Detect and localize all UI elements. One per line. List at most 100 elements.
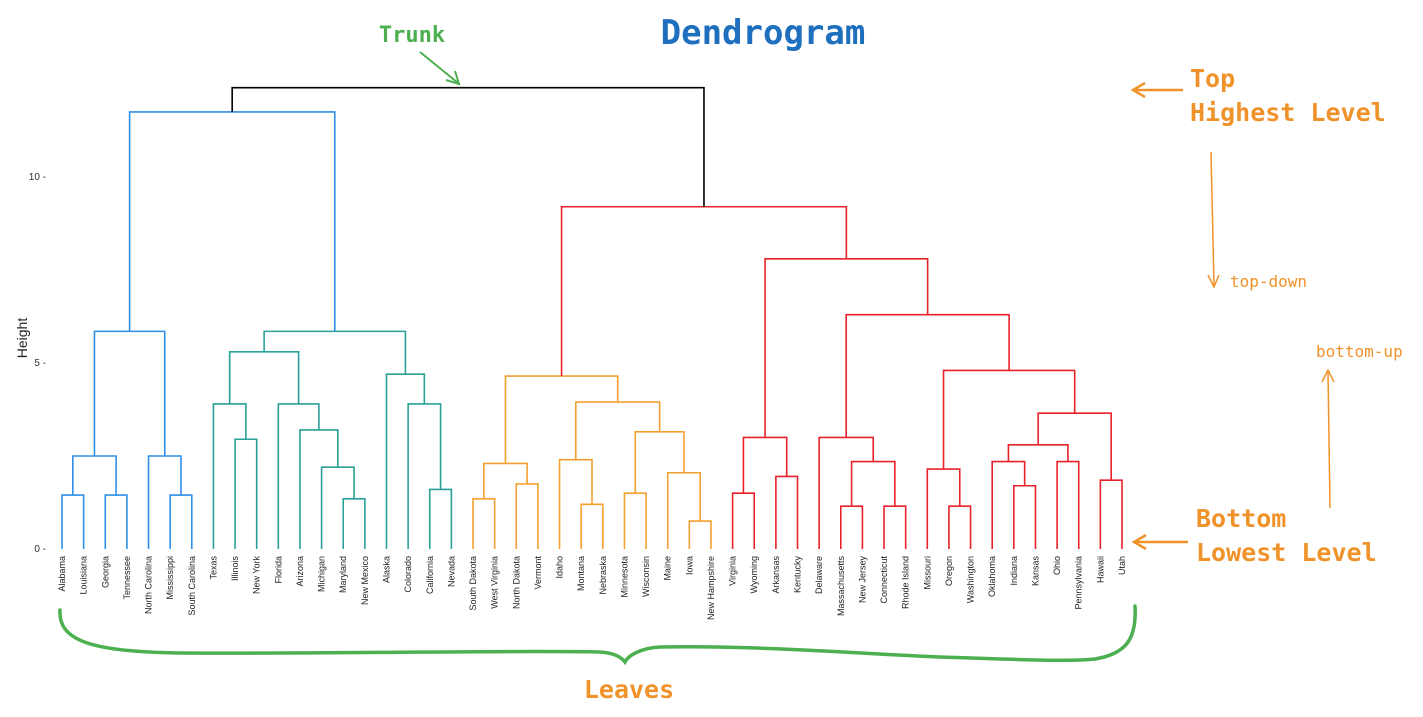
dendrogram-link: [731, 492, 756, 549]
dendrogram-link: [263, 330, 407, 375]
leaf-label: Michigan: [317, 556, 327, 592]
chart-title: Dendrogram: [661, 13, 866, 53]
dendrogram-link: [320, 466, 355, 549]
leaf-label: Tennessee: [122, 556, 132, 600]
leaf-label: North Carolina: [144, 556, 154, 614]
leaf-label: Delaware: [814, 556, 824, 594]
dendrogram-link: [560, 205, 848, 377]
dendrogram-link: [234, 438, 258, 549]
leaf-label: Wyoming: [749, 556, 759, 593]
dendrogram-link: [1013, 484, 1037, 549]
dendrogram-link: [104, 494, 128, 549]
leaf-label: Colorado: [403, 556, 413, 593]
dendrogram-link: [93, 330, 166, 456]
leaf-label: Utah: [1117, 556, 1127, 575]
dendrogram-link: [212, 403, 247, 549]
dendrogram-link: [385, 373, 426, 549]
leaf-label: Kentucky: [793, 556, 803, 594]
leaf-label: Hawaii: [1095, 556, 1105, 583]
leaf-label: Alabama: [57, 556, 67, 592]
dendrogram-link: [277, 403, 320, 549]
dendrogram-link: [1056, 460, 1080, 549]
leaf-label: Connecticut: [879, 556, 889, 604]
leaf-label: Missouri: [922, 556, 932, 590]
leaf-label: Georgia: [100, 556, 110, 588]
leaf-label: Pennsylvania: [1074, 556, 1084, 610]
leaf-label: Nebraska: [598, 556, 608, 595]
leaf-label: Arkansas: [771, 556, 781, 594]
top-annotation: Top Highest Level: [1130, 64, 1386, 127]
leaf-label: Vermont: [533, 556, 543, 590]
dendrogram-link: [169, 494, 193, 549]
trunk-annotation: Trunk: [379, 23, 461, 86]
bottom-up-arrow: [1327, 371, 1331, 509]
leaf-label: Maryland: [338, 556, 348, 593]
top-down-arrow-head: [1207, 274, 1220, 289]
lowest-level-label: Lowest Level: [1196, 538, 1377, 567]
leaf-label: Minnesota: [619, 556, 629, 598]
dendrogram-link: [580, 503, 604, 549]
dendrogram-tree: [61, 86, 1123, 549]
top-arrow-head: [1130, 81, 1146, 99]
dendrogram-link: [483, 462, 528, 499]
leaf-label: Idaho: [555, 556, 565, 579]
leaf-label: Texas: [208, 556, 218, 580]
dendrogram-link: [850, 460, 896, 507]
top-label: Top: [1190, 64, 1235, 93]
leaf-label: Oklahoma: [987, 556, 997, 597]
y-axis-label: Height: [14, 318, 30, 359]
y-axis-ticks: 0 -5 -10 -: [29, 172, 46, 555]
leaf-label: Wisconsin: [641, 556, 651, 597]
top-down-label: top-down: [1230, 272, 1307, 291]
top-down-arrow: [1210, 151, 1215, 286]
leaf-label: Nevada: [446, 556, 456, 587]
dendrogram-link: [128, 111, 336, 332]
leaf-label: South Dakota: [468, 556, 478, 611]
y-tick-label: 5 -: [34, 358, 46, 369]
dendrogram-link: [1007, 444, 1069, 462]
y-axis: Height: [14, 318, 30, 359]
leaves-brace: [58, 604, 1137, 666]
bottom-annotation: Bottom Lowest Level: [1131, 504, 1377, 567]
dendrogram-link: [688, 520, 712, 549]
dendrogram-link: [845, 313, 1010, 438]
dendrogram-link: [228, 351, 300, 404]
top-down-annotation: top-down: [1207, 151, 1307, 291]
dendrogram-link: [1099, 479, 1123, 549]
leaf-label: North Dakota: [511, 556, 521, 609]
highest-level-label: Highest Level: [1190, 98, 1386, 127]
dendrogram-link: [407, 403, 442, 549]
dendrogram-link: [991, 460, 1026, 549]
leaf-label: Kansas: [1030, 556, 1040, 587]
dendrogram-link: [61, 494, 85, 549]
dendrogram-link: [574, 401, 661, 460]
bottom-up-annotation: bottom-up: [1316, 342, 1403, 509]
trunk-arrow: [419, 51, 459, 84]
leaf-label: South Carolina: [187, 556, 197, 616]
trunk-arrow-head: [445, 70, 461, 86]
leaf-label: Washington: [966, 556, 976, 603]
dendrogram-link: [775, 475, 799, 549]
dendrogram-link: [1037, 412, 1112, 481]
dendrogram-link: [472, 497, 496, 549]
leaf-label: Rhode Island: [901, 556, 911, 609]
leaf-label: Arizona: [295, 556, 305, 587]
dendrogram-link: [515, 483, 539, 549]
dendrogram-link: [883, 505, 907, 549]
bottom-label: Bottom: [1196, 504, 1286, 533]
leaf-label: California: [425, 556, 435, 594]
leaves-annotation: Leaves: [58, 604, 1137, 704]
dendrogram-link: [926, 468, 961, 549]
leaf-label: Alaska: [381, 556, 391, 583]
bottom-up-label: bottom-up: [1316, 342, 1403, 361]
leaf-label: Virginia: [728, 556, 738, 586]
dendrogram-link: [428, 488, 453, 549]
leaf-label: New Mexico: [360, 556, 370, 605]
leaf-label: New Jersey: [857, 556, 867, 604]
leaf-label: New Hampshire: [706, 556, 716, 620]
dendrogram-link: [818, 436, 875, 549]
dendrogram-link: [147, 455, 182, 549]
dendrogram-link: [72, 455, 117, 496]
dendrogram-link: [948, 505, 972, 549]
